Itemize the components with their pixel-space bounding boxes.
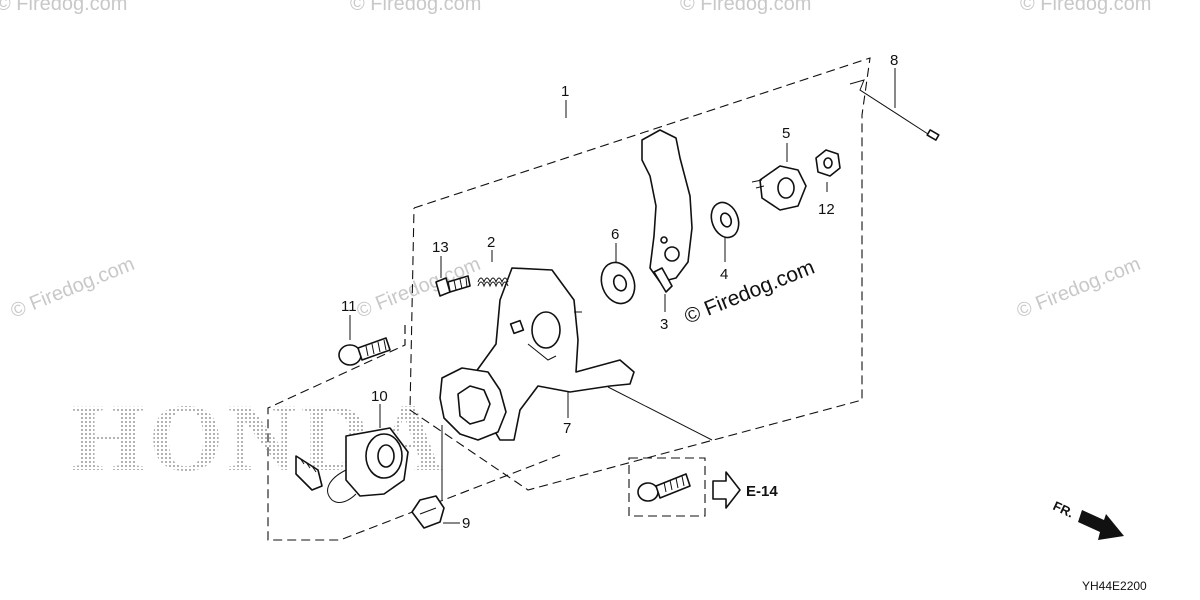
reference-bolt	[637, 473, 691, 502]
spring-plate	[751, 165, 807, 211]
control-base-plate	[469, 267, 635, 441]
throttle-lever	[641, 129, 693, 293]
watermark-mid-right: © Firedog.com	[681, 256, 818, 329]
watermark-top-center-right: © Firedog.com	[680, 0, 811, 15]
washer-4	[710, 201, 740, 239]
callout-3: 3	[660, 316, 668, 333]
watermark-right: © Firedog.com	[1014, 253, 1144, 323]
leader-lines	[349, 68, 896, 524]
watermark-top-right: © Firedog.com	[1020, 0, 1151, 15]
callout-10: 10	[371, 388, 388, 405]
callout-11: 11	[341, 298, 357, 315]
screw-13	[435, 275, 471, 297]
flange-bolt-11	[338, 337, 391, 366]
front-arrow-icon	[1078, 510, 1124, 540]
watermark-top-center-left: © Firedog.com	[350, 0, 481, 15]
callout-2: 2	[487, 234, 495, 251]
front-direction-label: FR.	[1051, 498, 1076, 520]
flange-nut	[815, 149, 841, 177]
callout-5: 5	[782, 125, 790, 142]
reference-bolt-box	[628, 457, 706, 517]
callout-1: 1	[561, 83, 569, 100]
watermark-left: © Firedog.com	[8, 253, 138, 323]
callout-4: 4	[720, 266, 728, 283]
spring-2	[477, 277, 509, 288]
switch-assembly	[295, 427, 409, 503]
washer-6	[600, 261, 636, 305]
callout-8: 8	[890, 52, 898, 69]
watermark-group: © Firedog.com © Firedog.com © Firedog.co…	[0, 0, 1151, 323]
assembly-outline-main	[409, 57, 871, 491]
watermark-top-left: © Firedog.com	[0, 0, 127, 15]
governor-knob	[439, 367, 507, 441]
front-direction-indicator: FR.	[1051, 498, 1124, 540]
callout-9: 9	[462, 515, 470, 532]
callout-7: 7	[563, 420, 571, 437]
reference-arrow-icon	[712, 471, 741, 509]
reference-label[interactable]: E-14	[746, 483, 778, 500]
callout-6: 6	[611, 226, 619, 243]
callout-13: 13	[432, 239, 449, 256]
diagram-code: YH44E2200	[1082, 579, 1147, 593]
callout-12: 12	[818, 201, 835, 218]
control-rod	[849, 79, 940, 141]
clip-9	[411, 495, 445, 529]
